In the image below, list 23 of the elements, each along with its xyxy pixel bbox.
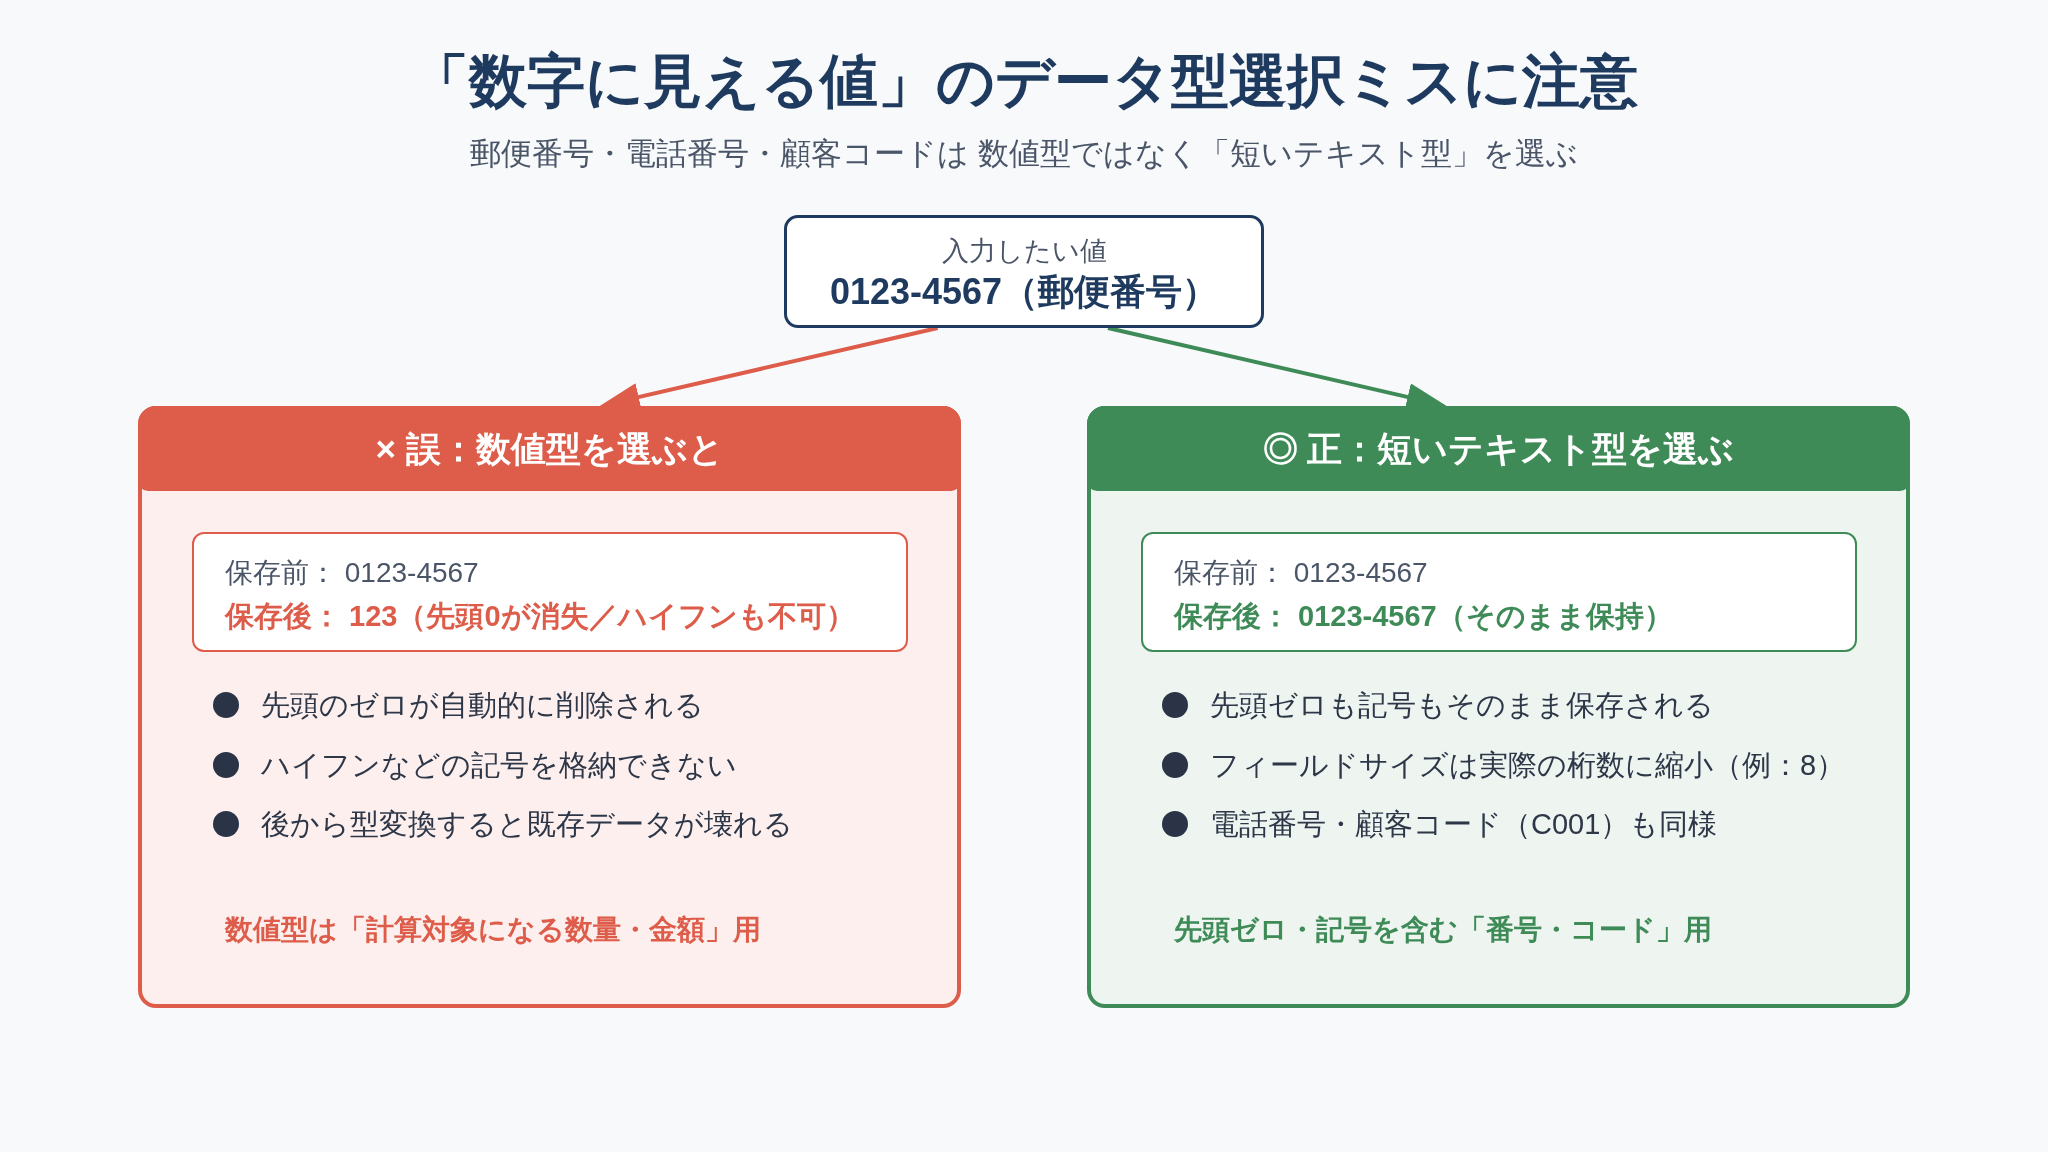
title: 「数字に見える値」のデータ型選択ミスに注意 — [410, 47, 1638, 115]
bullet-text: 電話番号・顧客コード（C001）も同様 — [1210, 807, 1718, 842]
panel — [138, 406, 961, 1008]
bullet-text: 先頭ゼロも記号もそのまま保存される — [1210, 688, 1714, 723]
bullet-text: フィールドサイズは実際の桁数に縮小（例：8） — [1210, 747, 1846, 783]
before-text: 保存前： 0123-4567 — [1174, 556, 1428, 590]
before-text: 保存前： 0123-4567 — [225, 556, 479, 590]
result-box — [1141, 532, 1857, 652]
bullet-text: ハイフンなどの記号を格納できない — [261, 747, 737, 783]
input-box — [784, 215, 1264, 328]
subtitle: 郵便番号・電話番号・顧客コードは 数値型ではなく「短いテキスト型」を選ぶ — [470, 135, 1578, 173]
header-band: × 誤：数値型を選ぶと — [138, 406, 961, 491]
header-band: ◎ 正：短いテキスト型を選ぶ — [1087, 406, 1910, 491]
result-box — [192, 532, 908, 652]
panel — [1087, 406, 1910, 1008]
input-label: 入力したい値 — [941, 235, 1107, 268]
after-text: 保存後： 0123-4567（そのまま保持） — [1174, 599, 1673, 634]
note-text: 数値型は「計算対象になる数量・金額」用 — [225, 913, 761, 947]
input-value: 0123-4567（郵便番号） — [829, 270, 1219, 314]
bullet-text: 先頭のゼロが自動的に削除される — [261, 688, 704, 723]
bullet-text: 後から型変換すると既存データが壊れる — [261, 807, 793, 842]
after-text: 保存後： 123（先頭0が消失／ハイフンも不可） — [225, 599, 855, 634]
note-text: 先頭ゼロ・記号を含む「番号・コード」用 — [1174, 913, 1712, 947]
